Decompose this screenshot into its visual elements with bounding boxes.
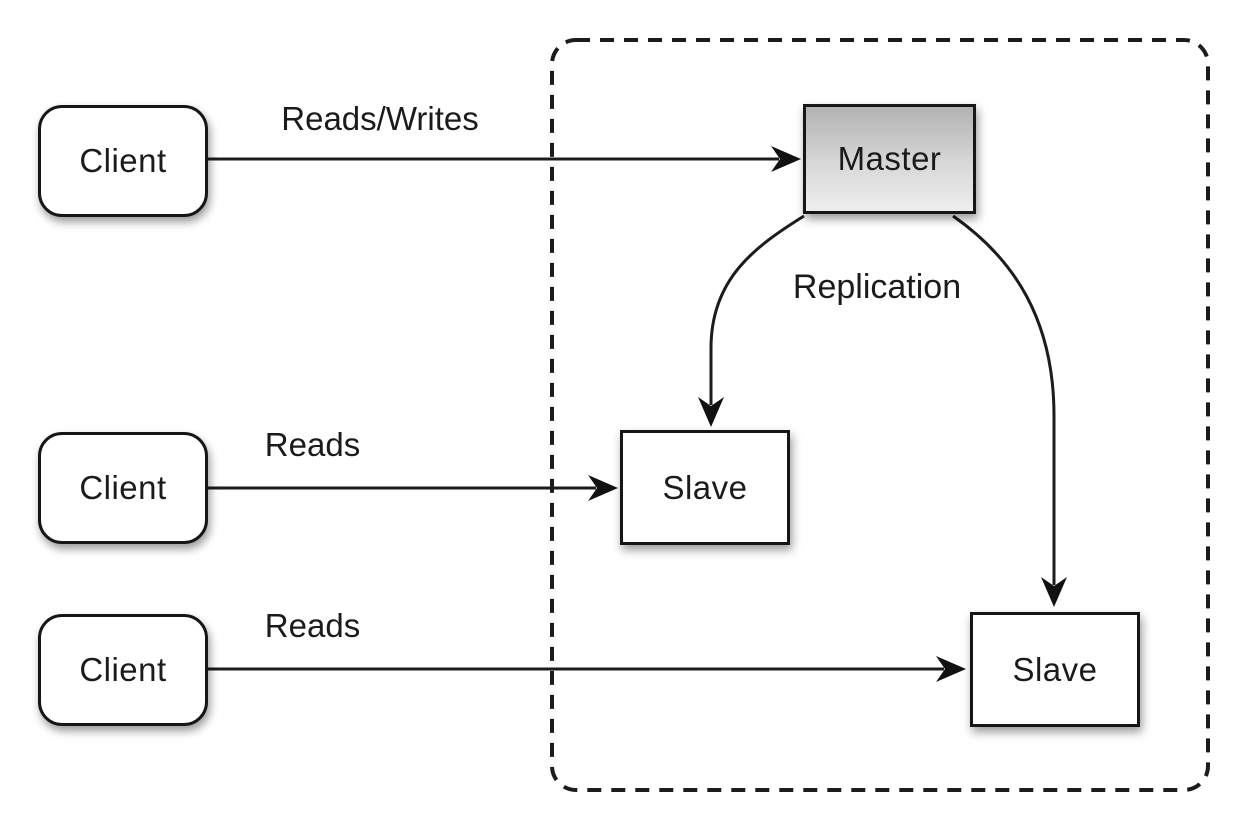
arrow-down-icon (698, 397, 724, 427)
edge-label-replication: Replication (792, 268, 962, 306)
node-slave-2: Slave (970, 612, 1140, 727)
node-slave-1: Slave (620, 430, 790, 545)
node-slave-2-label: Slave (1012, 650, 1098, 688)
node-slave-1-label: Slave (662, 468, 748, 506)
node-client-1: Client (38, 105, 208, 217)
edge-label-reads-top: Reads (264, 426, 361, 463)
node-master-label: Master (837, 140, 942, 177)
node-client-3-label: Client (79, 651, 167, 688)
edge-label-reads-bottom: Reads (264, 607, 361, 644)
edge-label-reads-writes: Reads/Writes (281, 100, 479, 137)
edge-replication-left-curve (709, 214, 805, 405)
arrow-right-icon (936, 656, 966, 682)
node-client-1-label: Client (79, 142, 167, 179)
node-client-3: Client (38, 614, 208, 726)
node-client-2-label: Client (79, 469, 167, 506)
server-group-dashed-border (550, 38, 1210, 792)
edge-replication-right-curve (952, 214, 1056, 585)
arrow-right-icon (588, 475, 618, 501)
arrow-right-icon (771, 146, 801, 172)
node-master: Master (803, 104, 976, 214)
node-client-2: Client (38, 432, 208, 544)
arrow-down-icon (1041, 577, 1067, 607)
